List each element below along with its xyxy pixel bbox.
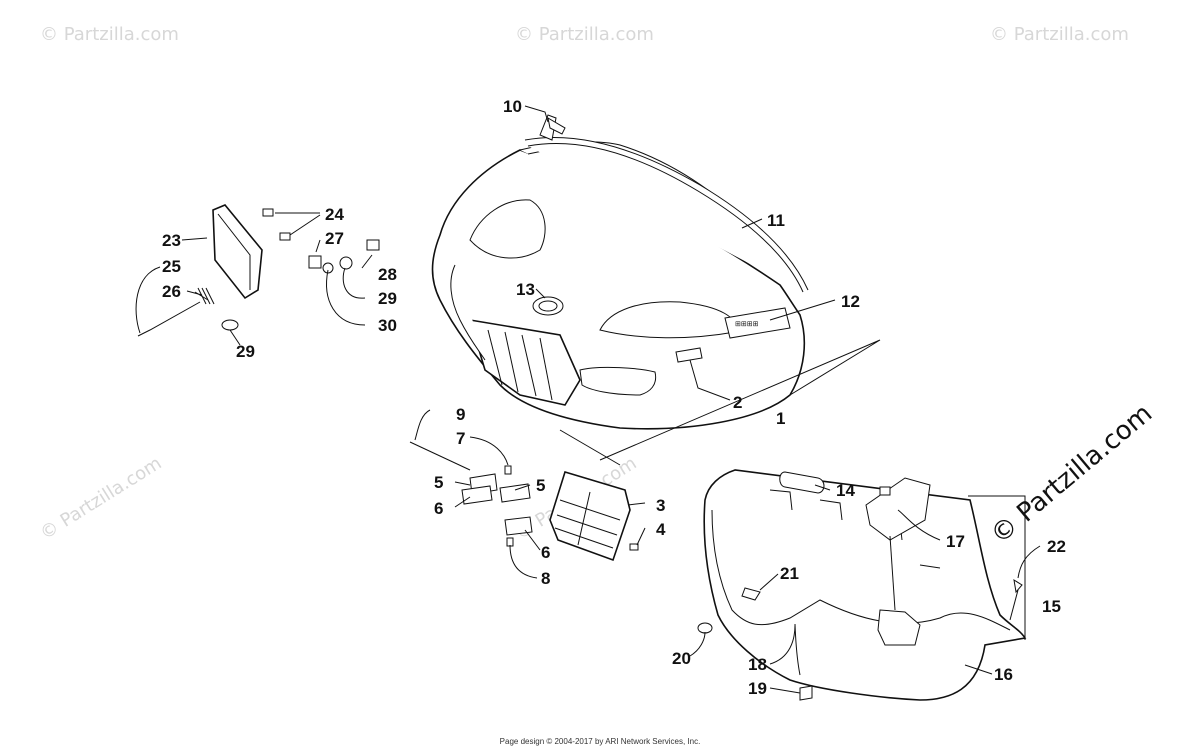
callout-13: 13 [516, 280, 535, 299]
callout-29: 29 [378, 289, 397, 308]
grille-screen [549, 471, 639, 562]
callout-23: 23 [162, 231, 181, 250]
callout-27: 27 [325, 229, 344, 248]
callout-28: 28 [378, 265, 397, 284]
callout-5: 5 [434, 473, 443, 492]
page-footer: Page design © 2004-2017 by ARI Network S… [499, 737, 701, 746]
callout-6: 6 [541, 543, 550, 562]
callout-10: 10 [503, 97, 522, 116]
callout-22: 22 [1047, 537, 1066, 556]
hood-latch [539, 114, 566, 141]
decal-text: ⊞⊞⊞⊞ [735, 321, 759, 328]
watermark: © Partzilla.com [515, 24, 654, 45]
callout-9: 9 [456, 405, 465, 424]
callout-29: 29 [236, 342, 255, 361]
callout-18: 18 [748, 655, 767, 674]
watermark: © Partzilla.com [990, 24, 1129, 45]
watermark-large: © Partzilla.com [985, 398, 1158, 550]
callout-1: 1 [776, 409, 785, 428]
callout-25: 25 [162, 257, 181, 276]
callout-16: 16 [994, 665, 1013, 684]
callout-labels: 1 2 3 4 5 5 6 6 7 8 9 10 11 12 13 14 15 … [162, 97, 1066, 698]
callout-6: 6 [434, 499, 443, 518]
callout-20: 20 [672, 649, 691, 668]
callout-5: 5 [536, 476, 545, 495]
rubber-pad [779, 471, 825, 494]
callout-12: 12 [841, 292, 860, 311]
callout-2: 2 [733, 393, 742, 412]
grille-bracket [409, 441, 533, 547]
callout-11: 11 [767, 211, 785, 230]
callout-21: 21 [780, 564, 799, 583]
headlight-lens [212, 204, 263, 300]
callout-4: 4 [656, 520, 666, 539]
callout-8: 8 [541, 569, 550, 588]
callout-14: 14 [836, 481, 855, 500]
watermark: © Partzilla.com [40, 24, 179, 45]
callout-17: 17 [946, 532, 965, 551]
leader-lines [135, 105, 1041, 694]
callout-24: 24 [325, 205, 344, 224]
callout-26: 26 [162, 282, 181, 301]
callout-30: 30 [378, 316, 397, 335]
callout-19: 19 [748, 679, 767, 698]
storage-compartment [697, 469, 1027, 701]
callout-3: 3 [656, 496, 665, 515]
callout-7: 7 [456, 429, 465, 448]
watermark: © Partzilla.com [37, 453, 166, 544]
callout-15: 15 [1042, 597, 1061, 616]
